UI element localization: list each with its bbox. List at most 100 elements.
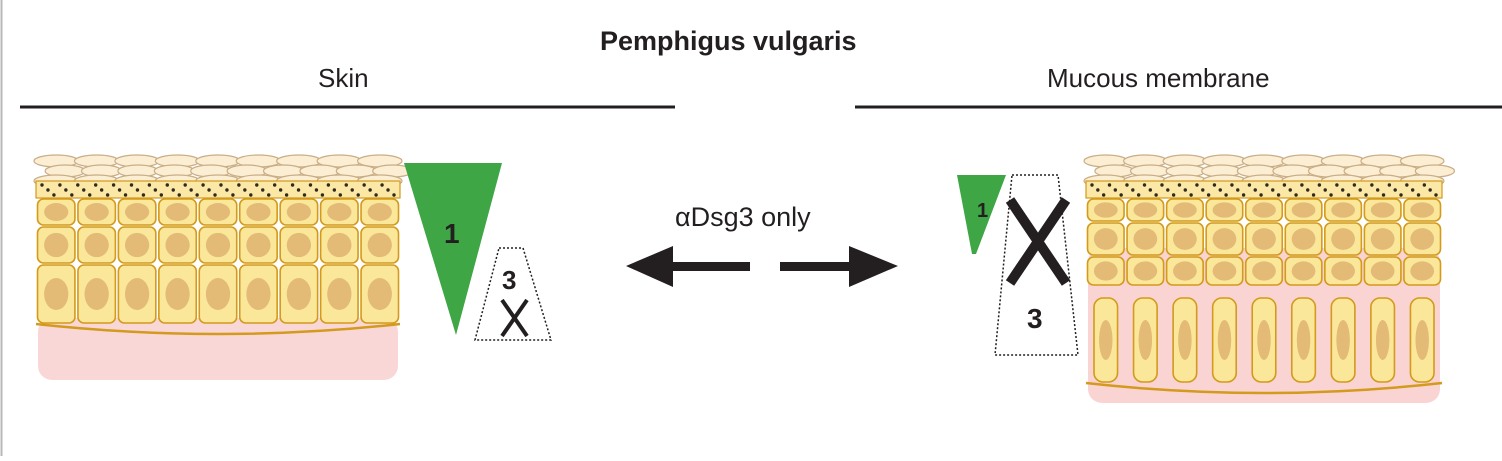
skin-epidermis-keratohyalin-granule (58, 183, 62, 187)
skin-epidermis-nucleus (165, 278, 190, 310)
right-arrow (780, 246, 898, 287)
mucous-epithelium-keratohyalin-granule (1335, 183, 1339, 187)
skin-dsg1-gradient (404, 163, 502, 335)
mucous-epithelium-basement-membrane (1085, 381, 1443, 395)
mucous-epithelium-keratohyalin-granule (1253, 188, 1257, 192)
skin-epidermis-keratohyalin-granule (225, 188, 229, 192)
skin-epidermis-keratohyalin-granule (320, 193, 325, 197)
skin-epidermis-keratohyalin-granule (338, 193, 343, 197)
mucous-epithelium-keratohyalin-granule (1271, 188, 1275, 192)
mucous-epithelium-nucleus (1291, 228, 1316, 250)
mucous-epithelium-nucleus (1252, 202, 1276, 218)
skin-epidermis-keratohyalin-granule (356, 193, 360, 197)
skin-epidermis-keratohyalin-granule (374, 193, 378, 197)
skin-epidermis-keratohyalin-granule (267, 193, 271, 197)
mucous-epithelium-keratohyalin-granule (1282, 183, 1287, 187)
mucous-epithelium-keratohyalin-granule (1212, 183, 1217, 187)
center-arrow-label: αDsg3 only (675, 202, 811, 232)
mucous-epithelium-keratohyalin-granule (1189, 193, 1193, 197)
mucous-epithelium-keratohyalin-granule (1375, 188, 1380, 192)
mucous-epithelium-keratohyalin-granule (1154, 193, 1158, 197)
mucous-epithelium-keratohyalin-granule (1317, 183, 1322, 187)
skin-epidermis-keratohyalin-granule (332, 188, 337, 192)
skin-epidermis-nucleus (286, 278, 312, 310)
mucous-epithelium-keratohyalin-granule (1422, 183, 1427, 187)
mucous-epithelium-keratohyalin-granule (1183, 188, 1187, 192)
skin-epidermis-keratohyalin-granule (290, 183, 295, 187)
skin-epidermis-keratohyalin-granule (302, 193, 307, 197)
skin-epidermis-keratohyalin-granule (272, 183, 277, 187)
mucous-epithelium-nucleus (1415, 320, 1429, 360)
mucous-epithelium-nucleus (1331, 261, 1355, 281)
mucous-epithelium-nucleus (1178, 320, 1192, 360)
mucous-epithelium-nucleus (1133, 261, 1158, 281)
skin-epidermis-keratohyalin-granule (189, 188, 193, 192)
mucous-epithelium-keratohyalin-granule (1230, 183, 1234, 187)
mucous-epithelium-keratohyalin-granule (1119, 193, 1123, 197)
mucous-epithelium-nucleus (1370, 202, 1395, 218)
skin-epidermis-nucleus (246, 278, 271, 310)
mucous-epithelium-nucleus (1212, 228, 1237, 250)
skin-epidermis-keratohyalin-granule (52, 193, 56, 197)
mucous-epithelium-keratohyalin-granule (1381, 193, 1386, 197)
skin-epidermis-keratohyalin-granule (93, 183, 98, 187)
mucous-epithelium-keratohyalin-granule (1410, 188, 1415, 192)
skin-epidermis-keratohyalin-granule (255, 183, 259, 187)
skin-epidermis-keratohyalin-granule (76, 183, 80, 187)
mucous-epithelium-keratohyalin-granule (1346, 193, 1351, 197)
mucous-epithelium-keratohyalin-granule (1259, 193, 1263, 197)
mucous-epithelium-keratohyalin-granule (1166, 188, 1170, 192)
skin-epidermis-nucleus (327, 203, 352, 221)
mucous-epithelium-nucleus (1173, 202, 1197, 218)
skin-epidermis-keratohyalin-granule (195, 193, 199, 197)
mucous-epithelium-nucleus (1370, 261, 1395, 281)
mucous-epithelium-nucleus (1331, 202, 1355, 218)
skin-epidermis-basement-membrane (35, 322, 401, 336)
mucous-epithelium-keratohyalin-granule (1416, 193, 1421, 197)
mucous-epithelium-keratohyalin-granule (1311, 193, 1316, 197)
skin-epidermis-keratohyalin-granule (171, 188, 175, 192)
skin-epidermis-keratohyalin-granule (207, 188, 211, 192)
mucous-epithelium-nucleus (1331, 228, 1355, 250)
mucous-epithelium-nucleus (1336, 320, 1350, 360)
skin-epidermis-nucleus (44, 278, 69, 310)
mucous-epithelium-nucleus (1217, 320, 1232, 360)
mucous-epithelium-nucleus (1296, 320, 1311, 360)
mucous-epithelium-nucleus (1099, 320, 1113, 360)
mucous-epithelium-nucleus (1212, 202, 1237, 218)
mucous-epithelium-keratohyalin-granule (1352, 183, 1357, 187)
mucous-epithelium-keratohyalin-granule (1218, 188, 1222, 192)
mucous-epithelium-keratohyalin-granule (1434, 193, 1438, 197)
skin-epidermis-keratohyalin-granule (123, 193, 128, 197)
skin-epidermis-nucleus (205, 203, 231, 221)
mucous-epithelium-nucleus (1133, 228, 1158, 250)
skin-epidermis-nucleus (327, 278, 352, 310)
skin-epidermis-keratohyalin-granule (314, 188, 319, 192)
mucous-epithelium-keratohyalin-granule (1387, 183, 1392, 187)
skin-epidermis-nucleus (124, 232, 150, 258)
skin-epidermis-keratohyalin-granule (368, 188, 372, 192)
skin-epidermis-nucleus (84, 232, 109, 258)
mucous-epithelium-keratohyalin-granule (1206, 193, 1211, 197)
skin-epidermis-keratohyalin-granule (350, 188, 354, 192)
skin-epidermis-nucleus (367, 232, 392, 258)
mucous-dsg3-label: 3 (1027, 303, 1043, 334)
skin-epidermis-keratohyalin-granule (105, 193, 110, 197)
skin-epidermis-keratohyalin-granule (135, 188, 140, 192)
mucous-epithelium-nucleus (1257, 320, 1271, 360)
mucous-epithelium-nucleus (1375, 320, 1390, 360)
skin-epidermis-keratohyalin-granule (308, 183, 313, 187)
skin-epidermis-nucleus (165, 232, 190, 258)
mucous-epithelium (1083, 154, 1456, 403)
skin-epidermis-keratohyalin-granule (64, 188, 68, 192)
skin-epidermis-keratohyalin-granule (219, 183, 223, 187)
mucous-panel-label: Mucous membrane (1047, 63, 1270, 93)
mucous-epithelium-keratohyalin-granule (1399, 193, 1403, 197)
mucous-epithelium-nucleus (1093, 261, 1118, 281)
mucous-epithelium-keratohyalin-granule (1364, 193, 1368, 197)
skin-epidermis-nucleus (165, 203, 190, 221)
mucous-epithelium-keratohyalin-granule (1171, 193, 1176, 197)
diagram-title: Pemphigus vulgaris (600, 26, 857, 56)
skin-epidermis-nucleus (286, 203, 312, 221)
